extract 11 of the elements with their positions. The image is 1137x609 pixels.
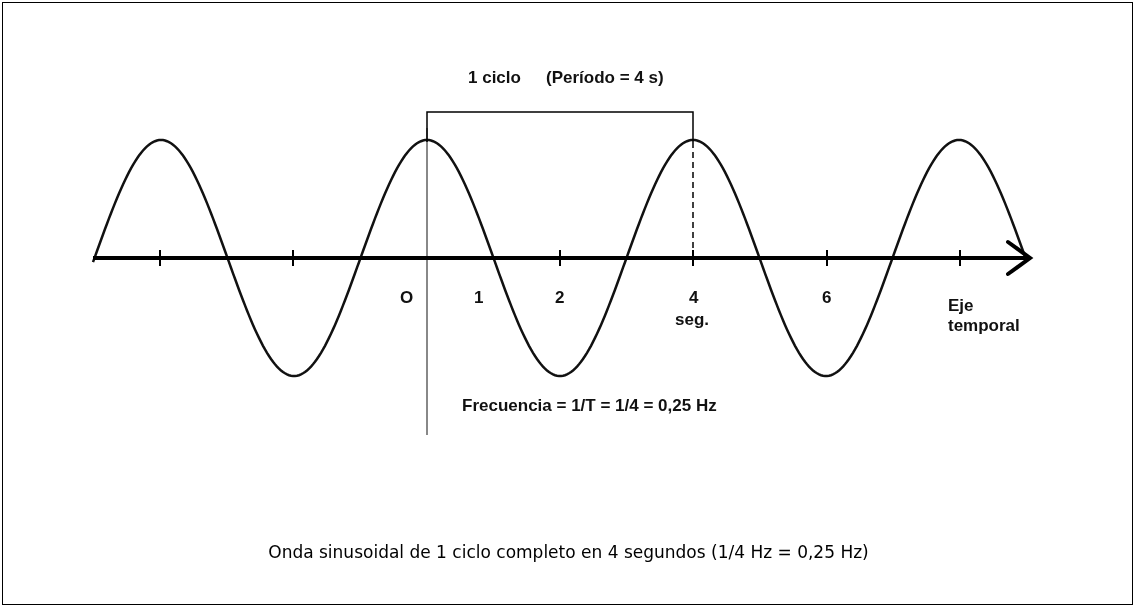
caption: Onda sinusoidal de 1 ciclo completo en 4 segundos (1/4 Hz = 0,25 Hz) (268, 542, 869, 562)
frequency-note: Frecuencia = 1/T = 1/4 = 0,25 Hz (462, 396, 717, 416)
tick-label: 1 (474, 288, 484, 308)
axis-title: Eje temporal (948, 296, 1021, 336)
period-label: (Período = 4 s) (546, 68, 664, 88)
tick-label: 6 (822, 288, 832, 308)
cycle-label: 1 ciclo (468, 68, 521, 88)
unit-label: seg. (675, 310, 710, 330)
tick-label: O (400, 288, 414, 308)
tick-label: 4 (689, 288, 699, 308)
tick-label: 2 (555, 288, 565, 308)
